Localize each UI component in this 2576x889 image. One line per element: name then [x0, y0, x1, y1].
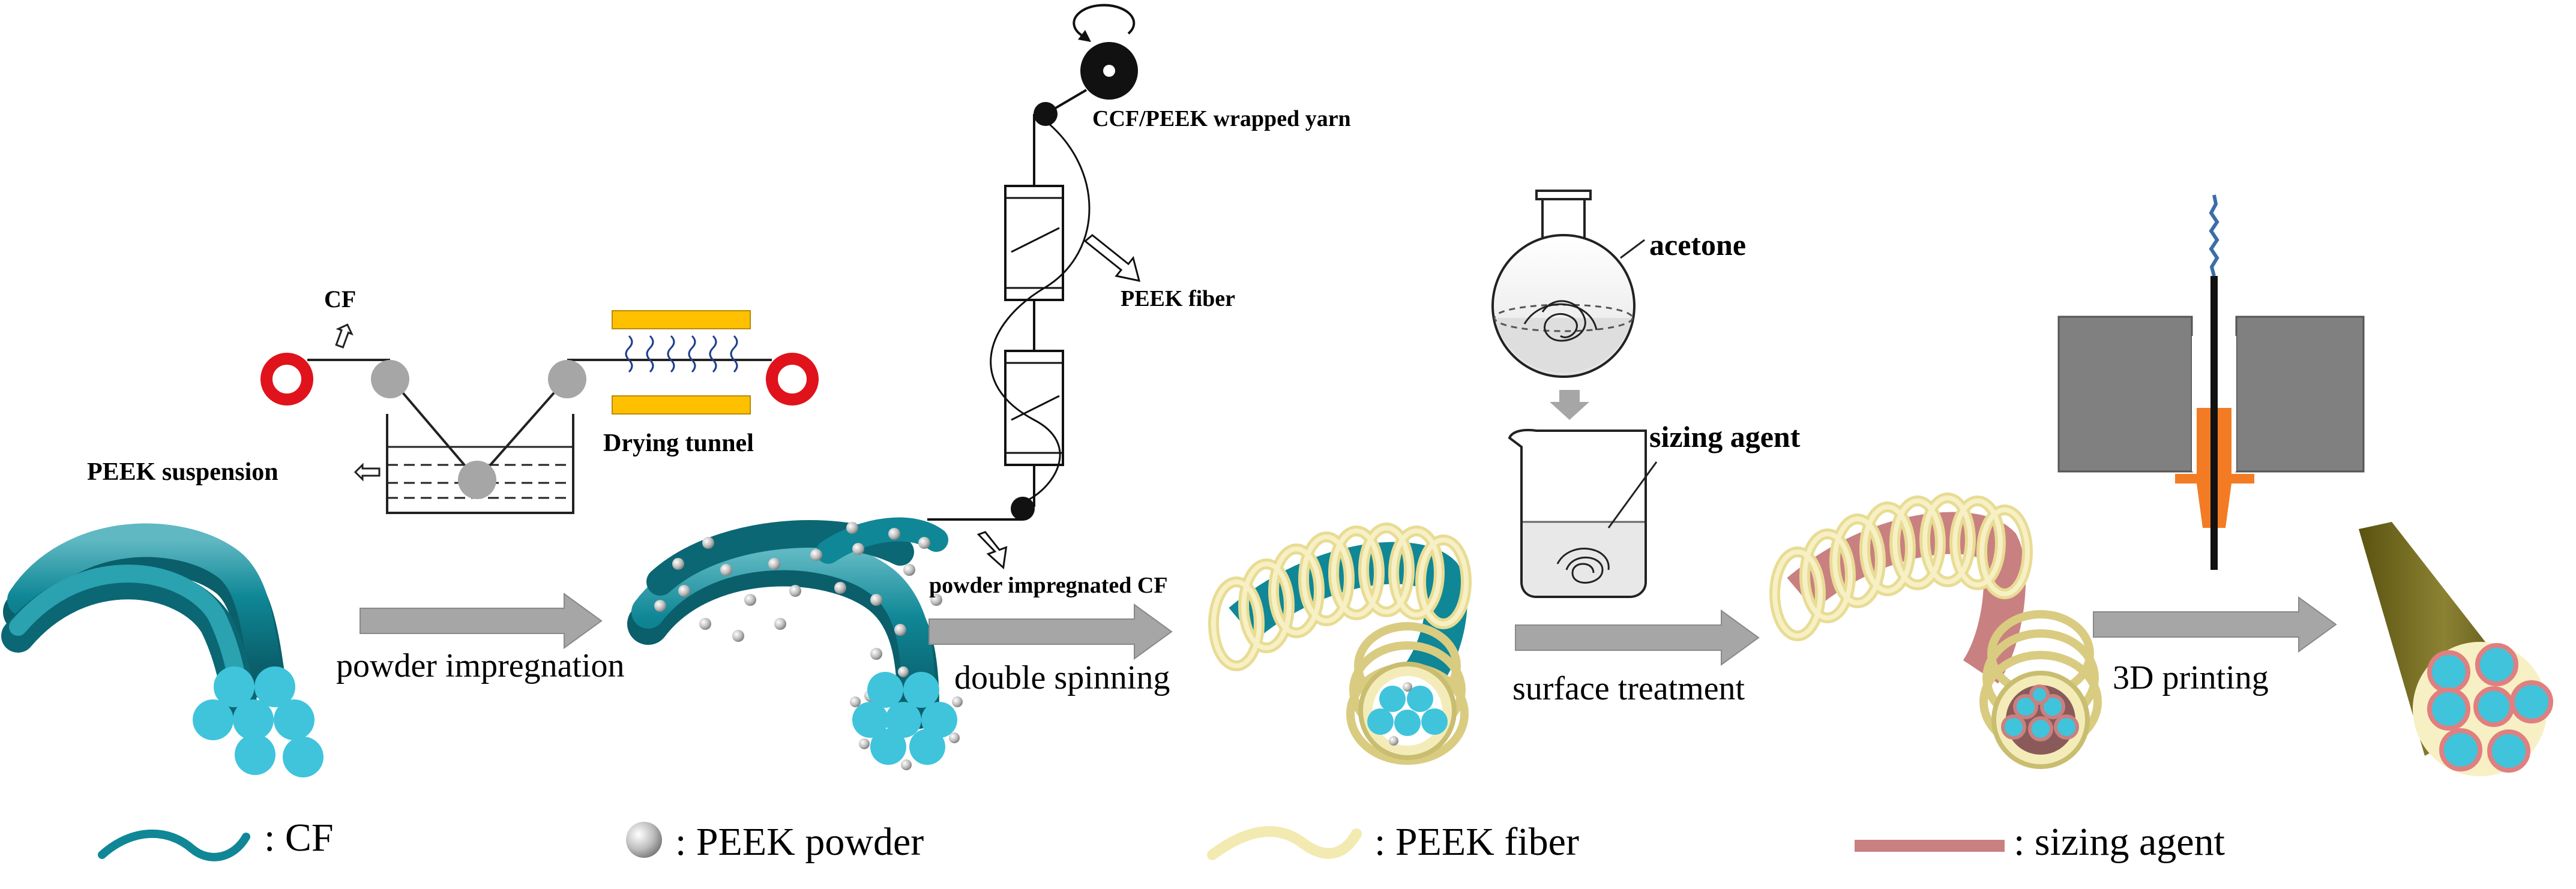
legend-label-cf: : CF: [264, 816, 334, 860]
label-powder-impregnated-cf: powder impregnated CF: [929, 573, 1168, 598]
step-label-3d-printing: 3D printing: [2113, 659, 2269, 696]
surface-treatment-apparatus: [1491, 190, 1658, 598]
process-arrow-3: [1515, 609, 1760, 666]
printer-nozzle: [2057, 194, 2365, 570]
label-wrapped-yarn: CCF/PEEK wrapped yarn: [1092, 106, 1351, 131]
process-arrow-1: [360, 593, 603, 649]
legend-item-cf: : CF: [98, 816, 334, 861]
legend-label-peek-fiber: : PEEK fiber: [1374, 820, 1579, 864]
legend-item-peek-fiber: : PEEK fiber: [1207, 820, 1579, 864]
powder-impregnation-apparatus: [260, 310, 819, 514]
grey-sphere-icon: [626, 822, 662, 858]
powder-impregnated-cf-bundle: [627, 517, 963, 770]
yellow-wave-icon: [1207, 826, 1362, 860]
sized-wrapped-yarn-bundle: [1769, 492, 2102, 769]
teal-wave-icon: [98, 830, 250, 861]
process-arrow-2: [928, 603, 1173, 660]
raw-cf-bundle: [1, 523, 324, 777]
legend-item-sizing-agent: : sizing agent: [1855, 820, 2225, 864]
label-drying-tunnel: Drying tunnel: [603, 430, 754, 457]
legend-item-peek-powder: : PEEK powder: [626, 820, 924, 864]
pink-bar-icon: [1855, 840, 2005, 852]
label-cf: CF: [324, 286, 356, 313]
label-acetone: acetone: [1649, 228, 1746, 262]
wrapped-yarn-bundle: [1208, 522, 1472, 765]
printed-filament: [2359, 522, 2553, 776]
label-peek-suspension: PEEK suspension: [87, 458, 278, 486]
legend-label-peek-powder: : PEEK powder: [675, 820, 924, 864]
legend: : CF : PEEK powder : PEEK fiber : sizing…: [98, 816, 2225, 864]
label-sizing-agent: sizing agent: [1649, 420, 1801, 453]
step-label-surface-treatment: surface treatment: [1512, 670, 1745, 707]
label-peek-fiber: PEEK fiber: [1121, 286, 1235, 311]
step-label-double-spinning: double spinning: [954, 659, 1170, 696]
process-arrow-4: [2093, 596, 2337, 653]
legend-label-sizing-agent: : sizing agent: [2014, 820, 2225, 864]
step-label-powder-impregnation: powder impregnation: [336, 647, 625, 684]
double-spinning-apparatus: [927, 4, 1141, 570]
